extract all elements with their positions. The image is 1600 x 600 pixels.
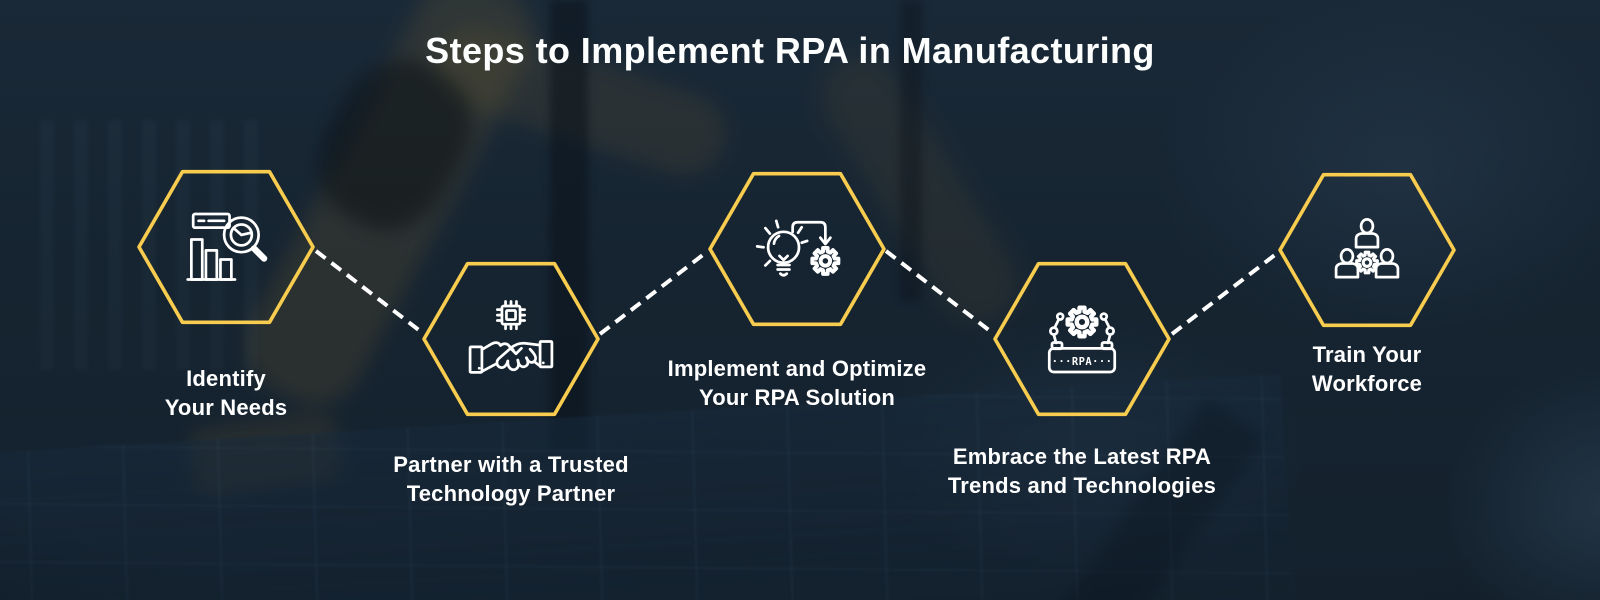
chip-handshake-icon (468, 300, 554, 374)
step-label: Embrace the Latest RPA Trends and Techno… (912, 442, 1252, 500)
robot-arms-rpa-badge-icon: ···RPA··· (1047, 292, 1117, 374)
step-label: Identify Your Needs (56, 364, 396, 422)
hexagon-frame (137, 169, 315, 325)
hexagon-frame (1278, 172, 1456, 328)
step-label-line: Partner with a Trusted (393, 452, 629, 477)
step-label-line: Train Your (1312, 342, 1422, 367)
hexagon-frame (422, 261, 600, 417)
lightbulb-arrow-gear-icon (755, 219, 841, 277)
step-label: Partner with a Trusted Technology Partne… (341, 450, 681, 508)
hexagon-frame (708, 171, 886, 327)
step-label-line: Identify (186, 366, 266, 391)
step-label: Train Your Workforce (1197, 340, 1537, 398)
hexagon-frame (993, 261, 1171, 417)
infographic-title: Steps to Implement RPA in Manufacturing (425, 30, 1155, 71)
step-label-line: Trends and Technologies (947, 473, 1217, 498)
step-label-line: Technology Partner (406, 481, 616, 506)
connector-3-4 (884, 249, 996, 336)
connector-2-3 (598, 249, 710, 336)
team-gear-icon (1334, 217, 1400, 279)
step-label-line: Embrace the Latest RPA (952, 444, 1212, 469)
step-label-line: Implement and Optimize (667, 356, 927, 381)
step-label-line: Your Needs (164, 395, 288, 420)
connector-1-2 (314, 249, 426, 336)
step-label-line: Your RPA Solution (698, 385, 896, 410)
step-label-line: Workforce (1311, 371, 1423, 396)
connector-4-5 (1170, 249, 1282, 336)
rpa-badge-text: ···RPA··· (1052, 356, 1113, 368)
bar-chart-magnifier-icon (186, 212, 268, 281)
step-label: Implement and Optimize Your RPA Solution (627, 354, 967, 412)
